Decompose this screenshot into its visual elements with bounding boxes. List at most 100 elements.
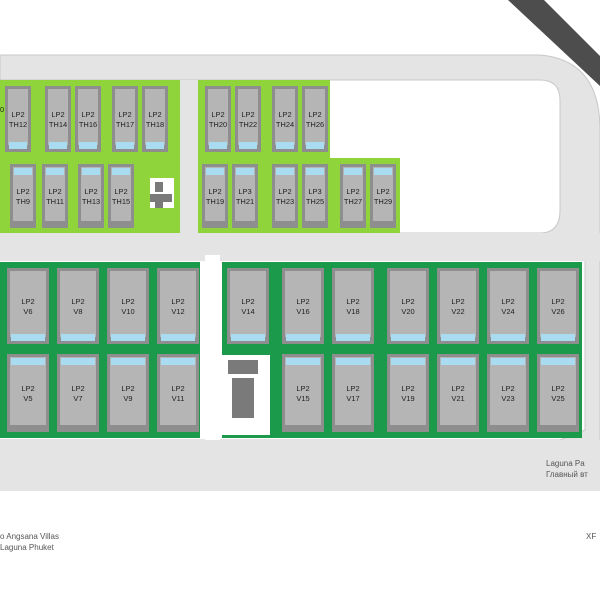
project-name-line2: Laguna Phuket <box>0 543 54 552</box>
plunge-pool <box>276 168 294 175</box>
unit-phase-label: LP2 <box>114 187 127 196</box>
villa-pool <box>231 334 265 341</box>
unit-phase-label: LP2 <box>346 384 359 393</box>
unit-number-label: V7 <box>73 394 82 403</box>
unit-number-label: TH24 <box>276 120 294 129</box>
unit-number-label: TH17 <box>116 120 134 129</box>
unit-roof <box>110 271 146 337</box>
unit-roof <box>145 89 165 145</box>
unit-roof <box>60 271 96 337</box>
plunge-pool <box>374 168 392 175</box>
unit-number-label: TH16 <box>79 120 97 129</box>
unit-roof <box>238 89 258 145</box>
villa-pool <box>541 358 575 365</box>
unit-roof <box>115 89 135 145</box>
unit-roof <box>111 167 131 221</box>
unit-number-label: TH19 <box>206 197 224 206</box>
unit-phase-label: LP2 <box>121 384 134 393</box>
unit-phase-label: LP2 <box>84 187 97 196</box>
parking-bay <box>150 194 172 202</box>
unit-number-label: TH15 <box>112 197 130 206</box>
unit-number-label: V16 <box>296 307 309 316</box>
unit-roof <box>235 167 255 221</box>
unit-roof <box>230 271 266 337</box>
unit-phase-label: LP2 <box>401 384 414 393</box>
unit-roof <box>540 357 576 425</box>
villa-pool <box>111 334 145 341</box>
villa-pool <box>391 334 425 341</box>
unit-phase-label: LP2 <box>296 384 309 393</box>
unit-roof <box>275 89 295 145</box>
plan-code-label: XF <box>586 532 597 541</box>
parking-bay <box>155 182 163 192</box>
unit-phase-label: LP2 <box>451 297 464 306</box>
villa-pool <box>336 358 370 365</box>
unit-number-label: V25 <box>551 394 564 403</box>
partial-unit-label: 0 <box>0 105 4 114</box>
unit-phase-label: LP2 <box>346 187 359 196</box>
unit-roof <box>208 89 228 145</box>
villa-pool <box>61 334 95 341</box>
unit-number-label: TH21 <box>236 197 254 206</box>
unit-phase-label: LP2 <box>148 110 161 119</box>
unit-phase-label: LP2 <box>21 297 34 306</box>
unit-phase-label: LP2 <box>278 110 291 119</box>
diagonal-road <box>508 0 600 86</box>
unit-phase-label: LP3 <box>238 187 251 196</box>
unit-number-label: V22 <box>451 307 464 316</box>
villa-pool <box>491 334 525 341</box>
unit-roof <box>335 271 371 337</box>
bottom-road <box>0 440 600 490</box>
unit-number-label: V11 <box>172 394 185 403</box>
plunge-pool <box>82 168 100 175</box>
unit-phase-label: LP2 <box>81 110 94 119</box>
unit-phase-label: LP2 <box>551 297 564 306</box>
unit-number-label: TH23 <box>276 197 294 206</box>
unit-roof <box>285 271 321 337</box>
villa-pool <box>286 358 320 365</box>
unit-number-label: V18 <box>346 307 359 316</box>
unit-phase-label: LP2 <box>48 187 61 196</box>
project-name-label: o Angsana Villas Laguna Phuket <box>0 531 59 553</box>
site-extras <box>150 178 270 435</box>
plunge-pool <box>306 142 324 149</box>
unit-phase-label: LP2 <box>241 297 254 306</box>
villa-pool <box>11 334 45 341</box>
unit-roof <box>60 357 96 425</box>
unit-number-label: V12 <box>171 307 184 316</box>
unit-phase-label: LP2 <box>171 384 184 393</box>
unit-roof <box>305 167 325 221</box>
unit-roof <box>335 357 371 425</box>
unit-roof <box>285 357 321 425</box>
unit-phase-label: LP2 <box>16 187 29 196</box>
connector-road <box>180 80 198 240</box>
unit-phase-label: LP2 <box>346 297 359 306</box>
plunge-pool <box>79 142 97 149</box>
plunge-pool <box>276 142 294 149</box>
unit-phase-label: LP2 <box>11 110 24 119</box>
plunge-pool <box>239 142 257 149</box>
unit-number-label: V10 <box>121 307 134 316</box>
parking-bay <box>228 360 258 374</box>
villa-pool <box>11 358 45 365</box>
